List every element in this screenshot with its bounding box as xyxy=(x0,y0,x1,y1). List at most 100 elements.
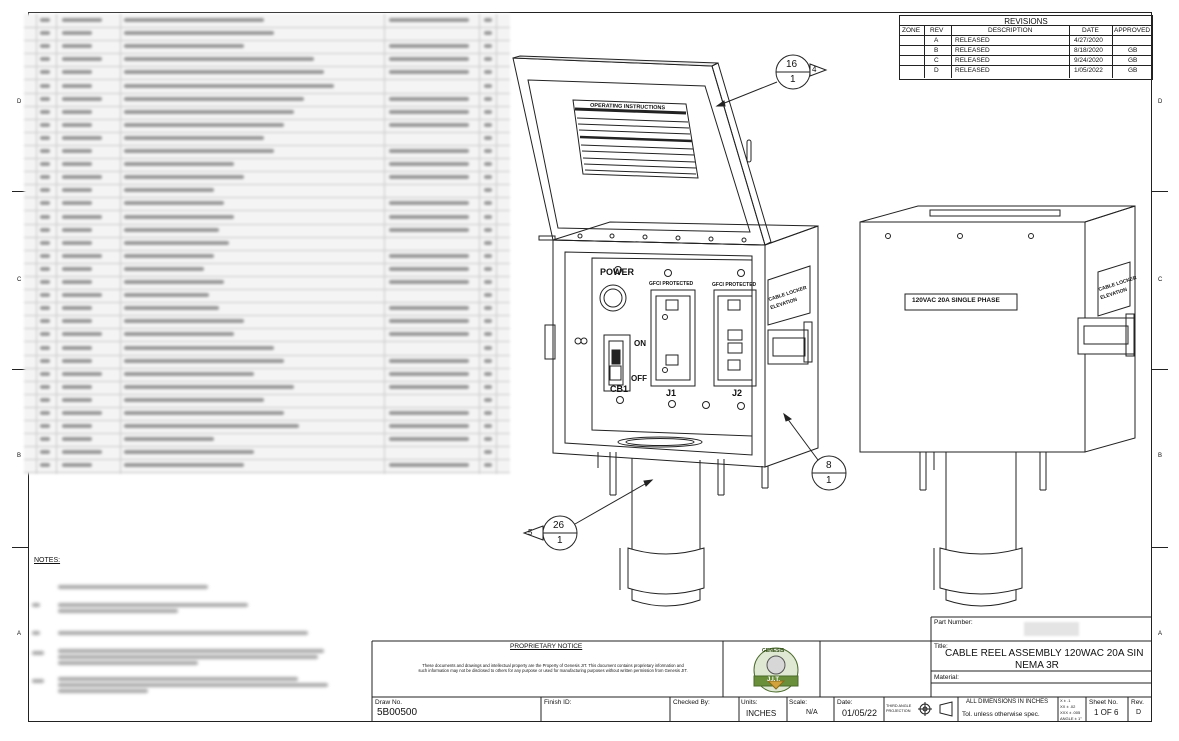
bom-row-redacted xyxy=(24,420,510,435)
balloon-number: 8 xyxy=(826,460,832,471)
power-label: POWER xyxy=(600,267,635,277)
bom-row-redacted xyxy=(24,355,510,369)
rev-header-zone: ZONE xyxy=(902,27,921,34)
dimensions-note: ALL DIMENSIONS IN INCHES xyxy=(966,699,1049,705)
zone-label-right: B xyxy=(1158,453,1163,459)
zone-tick xyxy=(12,191,28,192)
logo-text: GENESIS xyxy=(762,648,785,654)
bom-row-redacted xyxy=(24,224,510,238)
bom-row-redacted xyxy=(24,263,510,277)
gfci-label-j1: GFCI PROTECTED xyxy=(649,281,694,287)
tolerance-value: XXX ± .005 xyxy=(1060,710,1081,715)
bom-row-redacted xyxy=(24,446,510,461)
drawing-title-line2: NEMA 3R xyxy=(1015,660,1059,671)
zone-label-right: A xyxy=(1158,631,1163,637)
rev-cell: 8/18/2020 xyxy=(1074,47,1103,54)
rev-cell: B xyxy=(934,47,939,54)
revisions-table: REVISIONS ZONE REV DESCRIPTION DATE APPR… xyxy=(899,15,1153,80)
bom-row-redacted xyxy=(24,459,510,474)
bom-row-redacted xyxy=(24,407,510,421)
tolerance-note: Tol. unless otherwise spec. xyxy=(962,711,1040,718)
breaker-off-label: OFF xyxy=(631,374,647,383)
title-label: Title: xyxy=(934,643,948,650)
rev-header-desc: DESCRIPTION xyxy=(988,27,1033,34)
zone-label-right: D xyxy=(1158,99,1163,105)
bill-of-materials-redacted xyxy=(24,14,510,474)
rev-cell: RELEASED xyxy=(955,67,990,74)
frame-bottom xyxy=(28,721,1152,722)
draw-no-label: Draw No. xyxy=(375,699,403,706)
bom-row-redacted xyxy=(24,53,510,68)
bom-row-redacted xyxy=(24,27,510,42)
balloon-number: 1 xyxy=(790,74,796,85)
tolerance-value: ANGLE ± 1° xyxy=(1060,716,1082,721)
balloon-26 xyxy=(522,479,654,551)
balloon-number: 1 xyxy=(826,475,832,486)
bom-column-divider xyxy=(56,14,57,474)
zone-label-left: D xyxy=(17,99,22,105)
material-label: Material: xyxy=(934,674,959,681)
bom-column-divider xyxy=(496,14,497,474)
bom-row-redacted xyxy=(24,276,510,290)
proprietary-text: These documents and drawings and intelle… xyxy=(418,663,688,674)
bom-row-redacted xyxy=(24,250,510,264)
front-lid xyxy=(512,55,772,246)
bom-row-redacted xyxy=(24,315,510,330)
balloon-16 xyxy=(715,54,828,107)
balloon-flag: 5 xyxy=(528,528,533,537)
cb1-label: CB1 xyxy=(610,384,629,394)
bom-row-redacted xyxy=(24,211,510,225)
side-enclosure xyxy=(859,205,1136,607)
revisions-title: REVISIONS xyxy=(1004,17,1048,26)
scale-label: Scale: xyxy=(789,699,808,706)
bom-row-redacted xyxy=(24,158,510,173)
rev-cell: C xyxy=(934,57,939,64)
rev-cell: GB xyxy=(1128,67,1138,74)
bom-row-redacted xyxy=(24,119,510,133)
rev-cell: 4/27/2020 xyxy=(1074,37,1103,44)
zone-label-right: C xyxy=(1158,277,1163,283)
bom-row-redacted xyxy=(24,93,510,107)
j2-label: J2 xyxy=(732,388,743,398)
balloon-number: 16 xyxy=(786,59,798,70)
scale-value: N/A xyxy=(806,709,818,716)
frame-top xyxy=(28,12,1152,13)
frame-right xyxy=(1151,12,1152,722)
balloon-number: 1 xyxy=(557,535,563,546)
zone-tick xyxy=(1152,369,1168,370)
j1-label: J1 xyxy=(666,388,677,398)
notes-heading: NOTES: xyxy=(34,557,61,564)
checked-by-label: Checked By: xyxy=(673,699,710,706)
bom-row-redacted xyxy=(24,433,510,448)
zone-tick xyxy=(1152,547,1168,548)
rev-cell: D xyxy=(934,67,939,74)
part-number-redacted xyxy=(1024,622,1079,636)
rev-cell: 9/24/2020 xyxy=(1074,57,1103,64)
bom-row-redacted xyxy=(24,171,510,186)
bom-column-divider xyxy=(479,14,480,474)
bom-row-redacted xyxy=(24,328,510,343)
date-value: 01/05/22 xyxy=(842,708,878,718)
zone-tick xyxy=(1152,191,1168,192)
balloon-flag: 4 xyxy=(812,65,817,74)
bom-row-redacted xyxy=(24,145,510,159)
rev-header-rev: REV xyxy=(930,27,944,34)
zone-label-left: C xyxy=(17,277,22,283)
zone-label-left: B xyxy=(17,453,22,459)
breaker-on-label: ON xyxy=(634,339,646,348)
draw-no-value: 5B00500 xyxy=(377,707,418,718)
units-value: INCHES xyxy=(746,709,777,718)
date-label: Date: xyxy=(837,699,853,706)
tolerance-value: X ± .1 xyxy=(1060,698,1071,703)
rev-header-approved: APPROVED xyxy=(1114,27,1151,34)
finish-label: Finish ID: xyxy=(544,699,572,706)
part-number-label: Part Number: xyxy=(934,619,973,626)
sheet-value: 1 OF 6 xyxy=(1094,708,1119,717)
bom-row-redacted xyxy=(24,381,510,395)
bom-row-redacted xyxy=(24,40,510,55)
balloon-number: 26 xyxy=(553,520,565,531)
third-angle-projection-icon xyxy=(918,701,953,717)
tolerance-value: XX ± .02 xyxy=(1060,704,1076,709)
phase-label: 120VAC 20A SINGLE PHASE xyxy=(912,297,1000,304)
